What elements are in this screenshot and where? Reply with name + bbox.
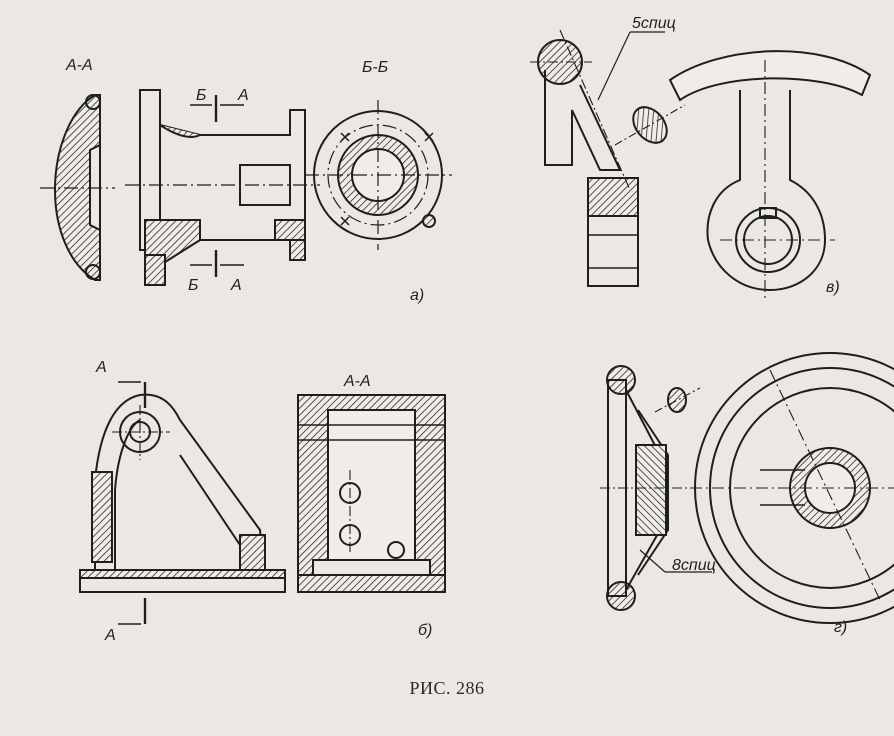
panel-g-drawing <box>600 352 894 624</box>
cut-mark-b-top: Б <box>196 87 206 104</box>
panel-v-drawing <box>530 29 872 300</box>
cut-mark-a-bottom: А <box>230 277 242 294</box>
callout-8-spokes: 8спиц <box>672 557 716 574</box>
panel-label-a: а) <box>410 287 424 304</box>
panel-b-drawing <box>79 381 446 625</box>
section-label-b-a-a: А-А <box>343 373 371 390</box>
figure-caption: РИС. 286 <box>409 678 485 698</box>
section-label-b-b: Б-Б <box>362 59 388 76</box>
cut-mark-a-top: А <box>237 87 249 104</box>
callout-5-spokes: 5спиц <box>632 15 676 32</box>
panel-label-g: г) <box>834 619 847 636</box>
cut-mark-b-bottom: Б <box>188 277 198 294</box>
cut-mark-a-bottom-b: А <box>104 627 116 644</box>
panel-a-drawing <box>40 89 452 286</box>
panel-label-b: б) <box>418 622 432 639</box>
section-label-a-a: А-А <box>65 57 93 74</box>
panel-label-v: в) <box>826 279 840 296</box>
cut-mark-a-top-b: А <box>95 359 107 376</box>
